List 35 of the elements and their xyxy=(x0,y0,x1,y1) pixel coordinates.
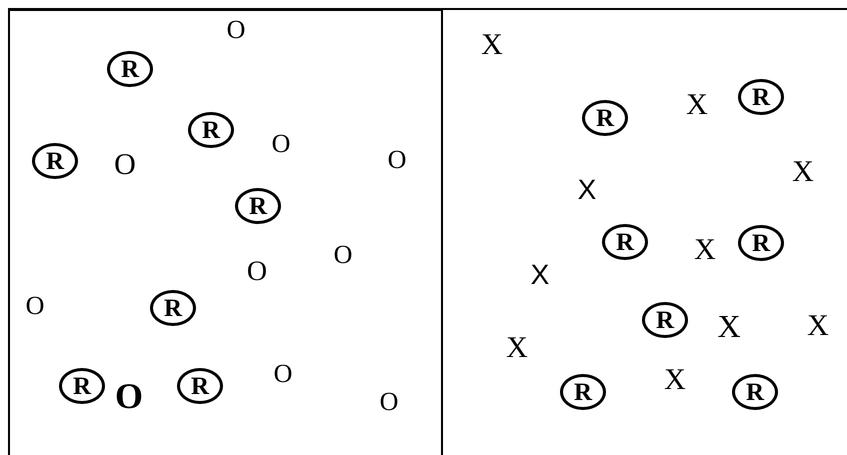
letter: O xyxy=(26,293,44,319)
panel-frame xyxy=(8,8,443,455)
circled-letter: R xyxy=(235,188,281,224)
circled-letter: R xyxy=(107,51,153,87)
letter: O xyxy=(115,378,143,414)
letter: X xyxy=(578,176,596,204)
letter: O xyxy=(274,361,292,387)
letter: X xyxy=(807,311,829,341)
circled-letter: R xyxy=(732,374,778,410)
letter: X xyxy=(664,365,686,395)
circled-letter: R xyxy=(738,79,784,115)
letter: O xyxy=(246,258,268,286)
letter: X xyxy=(694,235,716,265)
letter: O xyxy=(388,147,406,173)
letter: X xyxy=(792,157,814,187)
circled-letter: R xyxy=(32,143,78,179)
letter: O xyxy=(334,242,352,268)
letter: X xyxy=(481,30,503,60)
circled-letter: R xyxy=(560,374,606,410)
circled-letter: R xyxy=(188,112,234,148)
letter: O xyxy=(380,389,398,415)
letter: X xyxy=(686,90,708,120)
letter: O xyxy=(114,150,136,180)
circled-letter: R xyxy=(582,100,628,136)
circled-letter: R xyxy=(602,224,648,260)
circled-letter: R xyxy=(642,302,688,338)
letter: O xyxy=(226,17,246,43)
circled-letter: R xyxy=(738,225,784,261)
circled-letter: R xyxy=(150,290,196,326)
circled-letter: R xyxy=(59,368,105,404)
letter: O xyxy=(272,131,290,157)
letter: X xyxy=(530,261,550,289)
letter: X xyxy=(506,333,528,363)
circled-letter: R xyxy=(177,368,223,404)
letter: X xyxy=(717,310,741,342)
